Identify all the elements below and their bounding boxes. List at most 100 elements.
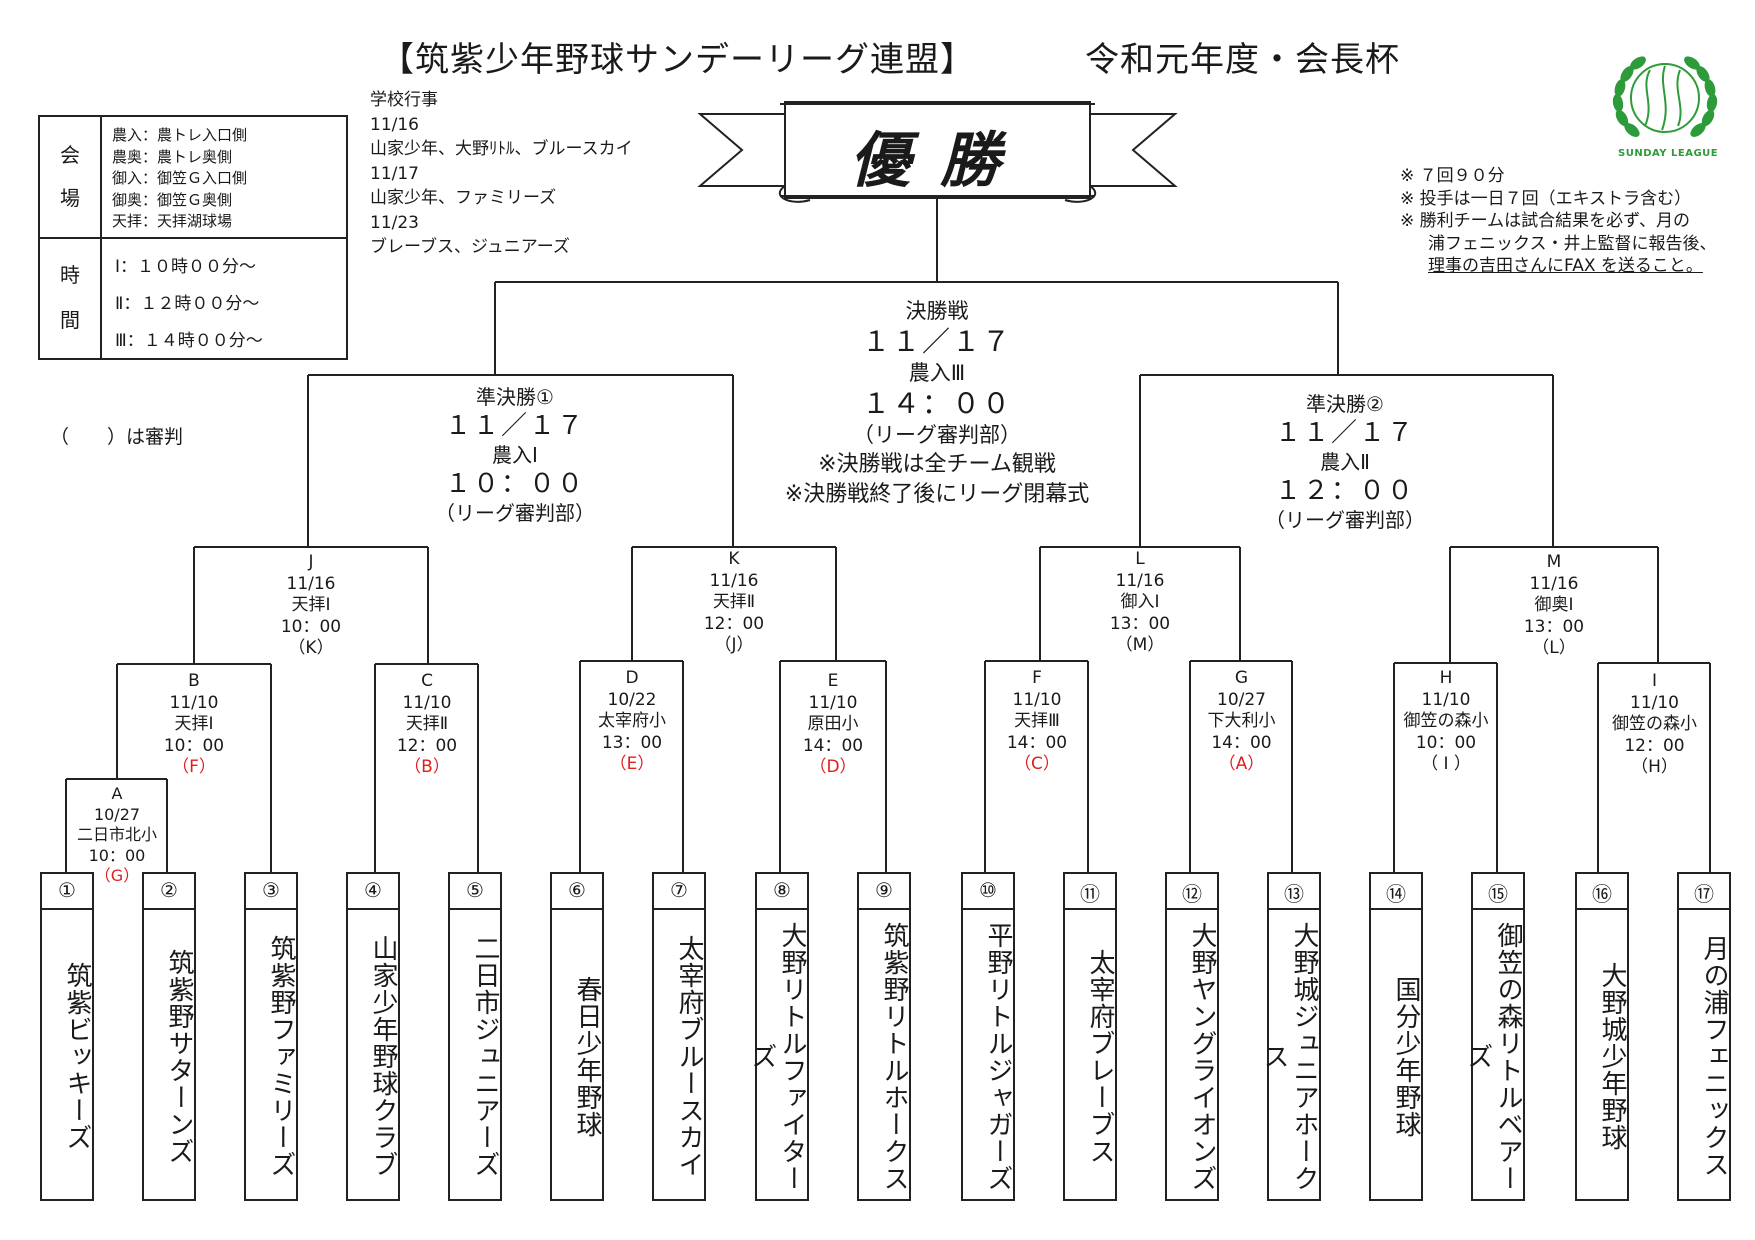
match-umpire: （K） [288,638,334,658]
match-date: 11/10 [1421,689,1471,710]
match-id: K [728,549,740,569]
match-D: D 10/22 太宰府小 13：00 （E） [580,668,684,776]
team-name: 大野城少年野球 [1597,962,1627,1151]
match-umpire: （F） [172,757,216,777]
match-time: 13：00 [601,732,663,753]
umpire-note: （ ）は審判 [50,426,184,448]
team-name-box [1267,908,1321,1201]
match-venue: 天拝Ⅰ [174,714,214,734]
team-name-box [755,908,809,1201]
team-number-box [550,872,604,910]
team-name: 太宰府ブレーブス [1085,948,1115,1165]
match-B: B 11/10 天拝Ⅰ 10：00 （F） [136,671,252,779]
match-time: 14：00 [1211,732,1272,753]
match-umpire: （H） [1631,757,1678,777]
time-item: Ⅲ：１４時００分～ [115,331,263,351]
time-key-char: 時 [60,263,80,287]
team-number: ⑧ [773,878,791,902]
rule-line: ※ 勝利チームは試合結果を必ず、月の [1400,211,1690,231]
semifinal-title: 準決勝② [1306,392,1384,416]
match-time: 10：00 [88,845,146,865]
team-number-box [346,872,400,910]
team-name-box [244,908,298,1201]
match-id: J [308,552,314,572]
school-event-line: 11/16 [370,114,419,135]
final-note: ※決勝戦終了後にリーグ閉幕式 [784,482,1090,507]
venue-item: 天拝：天拝湖球場 [112,212,233,230]
team-name: 御笠の森リトルベアーズ [1463,921,1523,1192]
match-date: 11/10 [169,692,219,713]
time-legend-row: 時 間 Ⅰ：１０時００分～ Ⅱ：１２時００分～ Ⅲ：１４時００分～ [40,237,346,358]
match-time: 12：00 [703,613,765,634]
match-umpire: （ I ） [1421,754,1471,774]
team-number: ⑤ [466,878,484,902]
match-id: I [1651,671,1657,691]
match-F: F 11/10 天拝Ⅲ 14：00 （C） [985,668,1089,776]
semifinal-title: 準決勝① [476,385,554,409]
semifinal-venue: 農入Ⅱ [1320,450,1370,474]
match-umpire: （M） [1115,635,1165,655]
team-number-box [1677,872,1731,910]
semifinal-umpire: （リーグ審判部） [435,501,595,525]
school-event-line: 山家少年、大野ﾘﾄﾙ、ブルースカイ [370,139,633,159]
champion-title: 優勝 [850,126,1030,196]
team-name: 春日少年野球 [572,975,602,1138]
school-event-line: 山家少年、ファミリーズ [370,188,557,208]
team-name: 大野ヤングライオンズ [1187,921,1217,1192]
venue-item: 農奥：農トレ奥側 [112,147,233,166]
match-date: 11/10 [1012,689,1062,710]
venue-key-char: 会 [60,143,80,167]
match-umpire: （E） [609,754,655,774]
final-time: １４：００ [861,387,1012,420]
team-number: ⑮ [1488,882,1508,906]
final-date: １１／１７ [861,325,1012,358]
rules-notes: ※ ７回９０分 ※ 投手は一日７回（エキストラ含む） ※ 勝利チームは試合結果を… [1400,165,1717,278]
team-number: ③ [262,878,280,902]
team-name-box [652,908,706,1201]
match-id: G [1234,668,1249,688]
match-C: C 11/10 天拝Ⅱ 12：00 （B） [373,671,481,779]
match-umpire: （B） [404,757,450,777]
team-number-box [1063,872,1117,910]
match-id: L [1135,549,1145,569]
venue-legend-row: 会 場 農入：農トレ入口側 農奥：農トレ奥側 御入：御笠Ｇ入口側 御奥：御笠Ｇ奥… [40,117,346,239]
semifinal-venue: 農入Ⅰ [492,443,538,467]
team-name-box [1165,908,1219,1201]
match-time: 14：00 [1006,732,1068,753]
match-umpire: （G） [94,866,140,885]
league-title: 【筑紫少年野球サンデーリーグ連盟】 [380,40,975,80]
final-umpire: （リーグ審判部） [853,423,1021,447]
match-A: A 10/27 二日市北小 10：00 （G） [66,784,168,887]
match-time: 10：00 [1415,732,1477,753]
school-event-line: ブレーブス、ジュニアーズ [370,237,570,257]
match-id: C [421,671,433,691]
team-name-box [857,908,911,1201]
match-venue: 天拝Ⅲ [1014,711,1060,731]
final-venue: 農入Ⅲ [908,361,966,385]
semifinal-umpire: （リーグ審判部） [1265,508,1425,532]
semifinal-date: １１／１７ [444,411,585,441]
match-M: M 11/16 御奥Ⅰ 13：00 （L） [1494,552,1614,660]
team-number-box [1267,872,1321,910]
team-number-box [1471,872,1525,910]
final-note: ※決勝戦は全チーム観戦 [818,452,1056,477]
match-umpire: （D） [809,757,857,777]
team-number: ⑯ [1592,882,1612,906]
match-J: J 11/16 天拝Ⅰ 10：00 （K） [251,552,371,660]
team-number: ⑫ [1182,882,1202,906]
team-number: ⑪ [1080,882,1100,906]
team-name: 山家少年野球クラブ [368,935,398,1178]
team-number: ⑦ [670,878,688,902]
match-I: I 11/10 御笠の森小 12：00 （H） [1598,671,1711,779]
rule-line: ※ ７回９０分 [1400,166,1505,186]
match-E: E 11/10 原田小 14：00 （D） [780,671,886,779]
team-name-box [961,908,1015,1201]
school-events: 学校行事 11/16 山家少年、大野ﾘﾄﾙ、ブルースカイ 11/17 山家少年、… [370,88,633,260]
team-number-box [448,872,502,910]
match-L: L 11/16 御入Ⅰ 13：00 （M） [1080,549,1200,657]
semifinal-time: １０：００ [444,469,585,499]
team-number-box [1369,872,1423,910]
team-number: ⑰ [1694,882,1714,906]
time-item: Ⅱ：１２時００分～ [115,294,260,314]
match-id: H [1439,668,1453,688]
